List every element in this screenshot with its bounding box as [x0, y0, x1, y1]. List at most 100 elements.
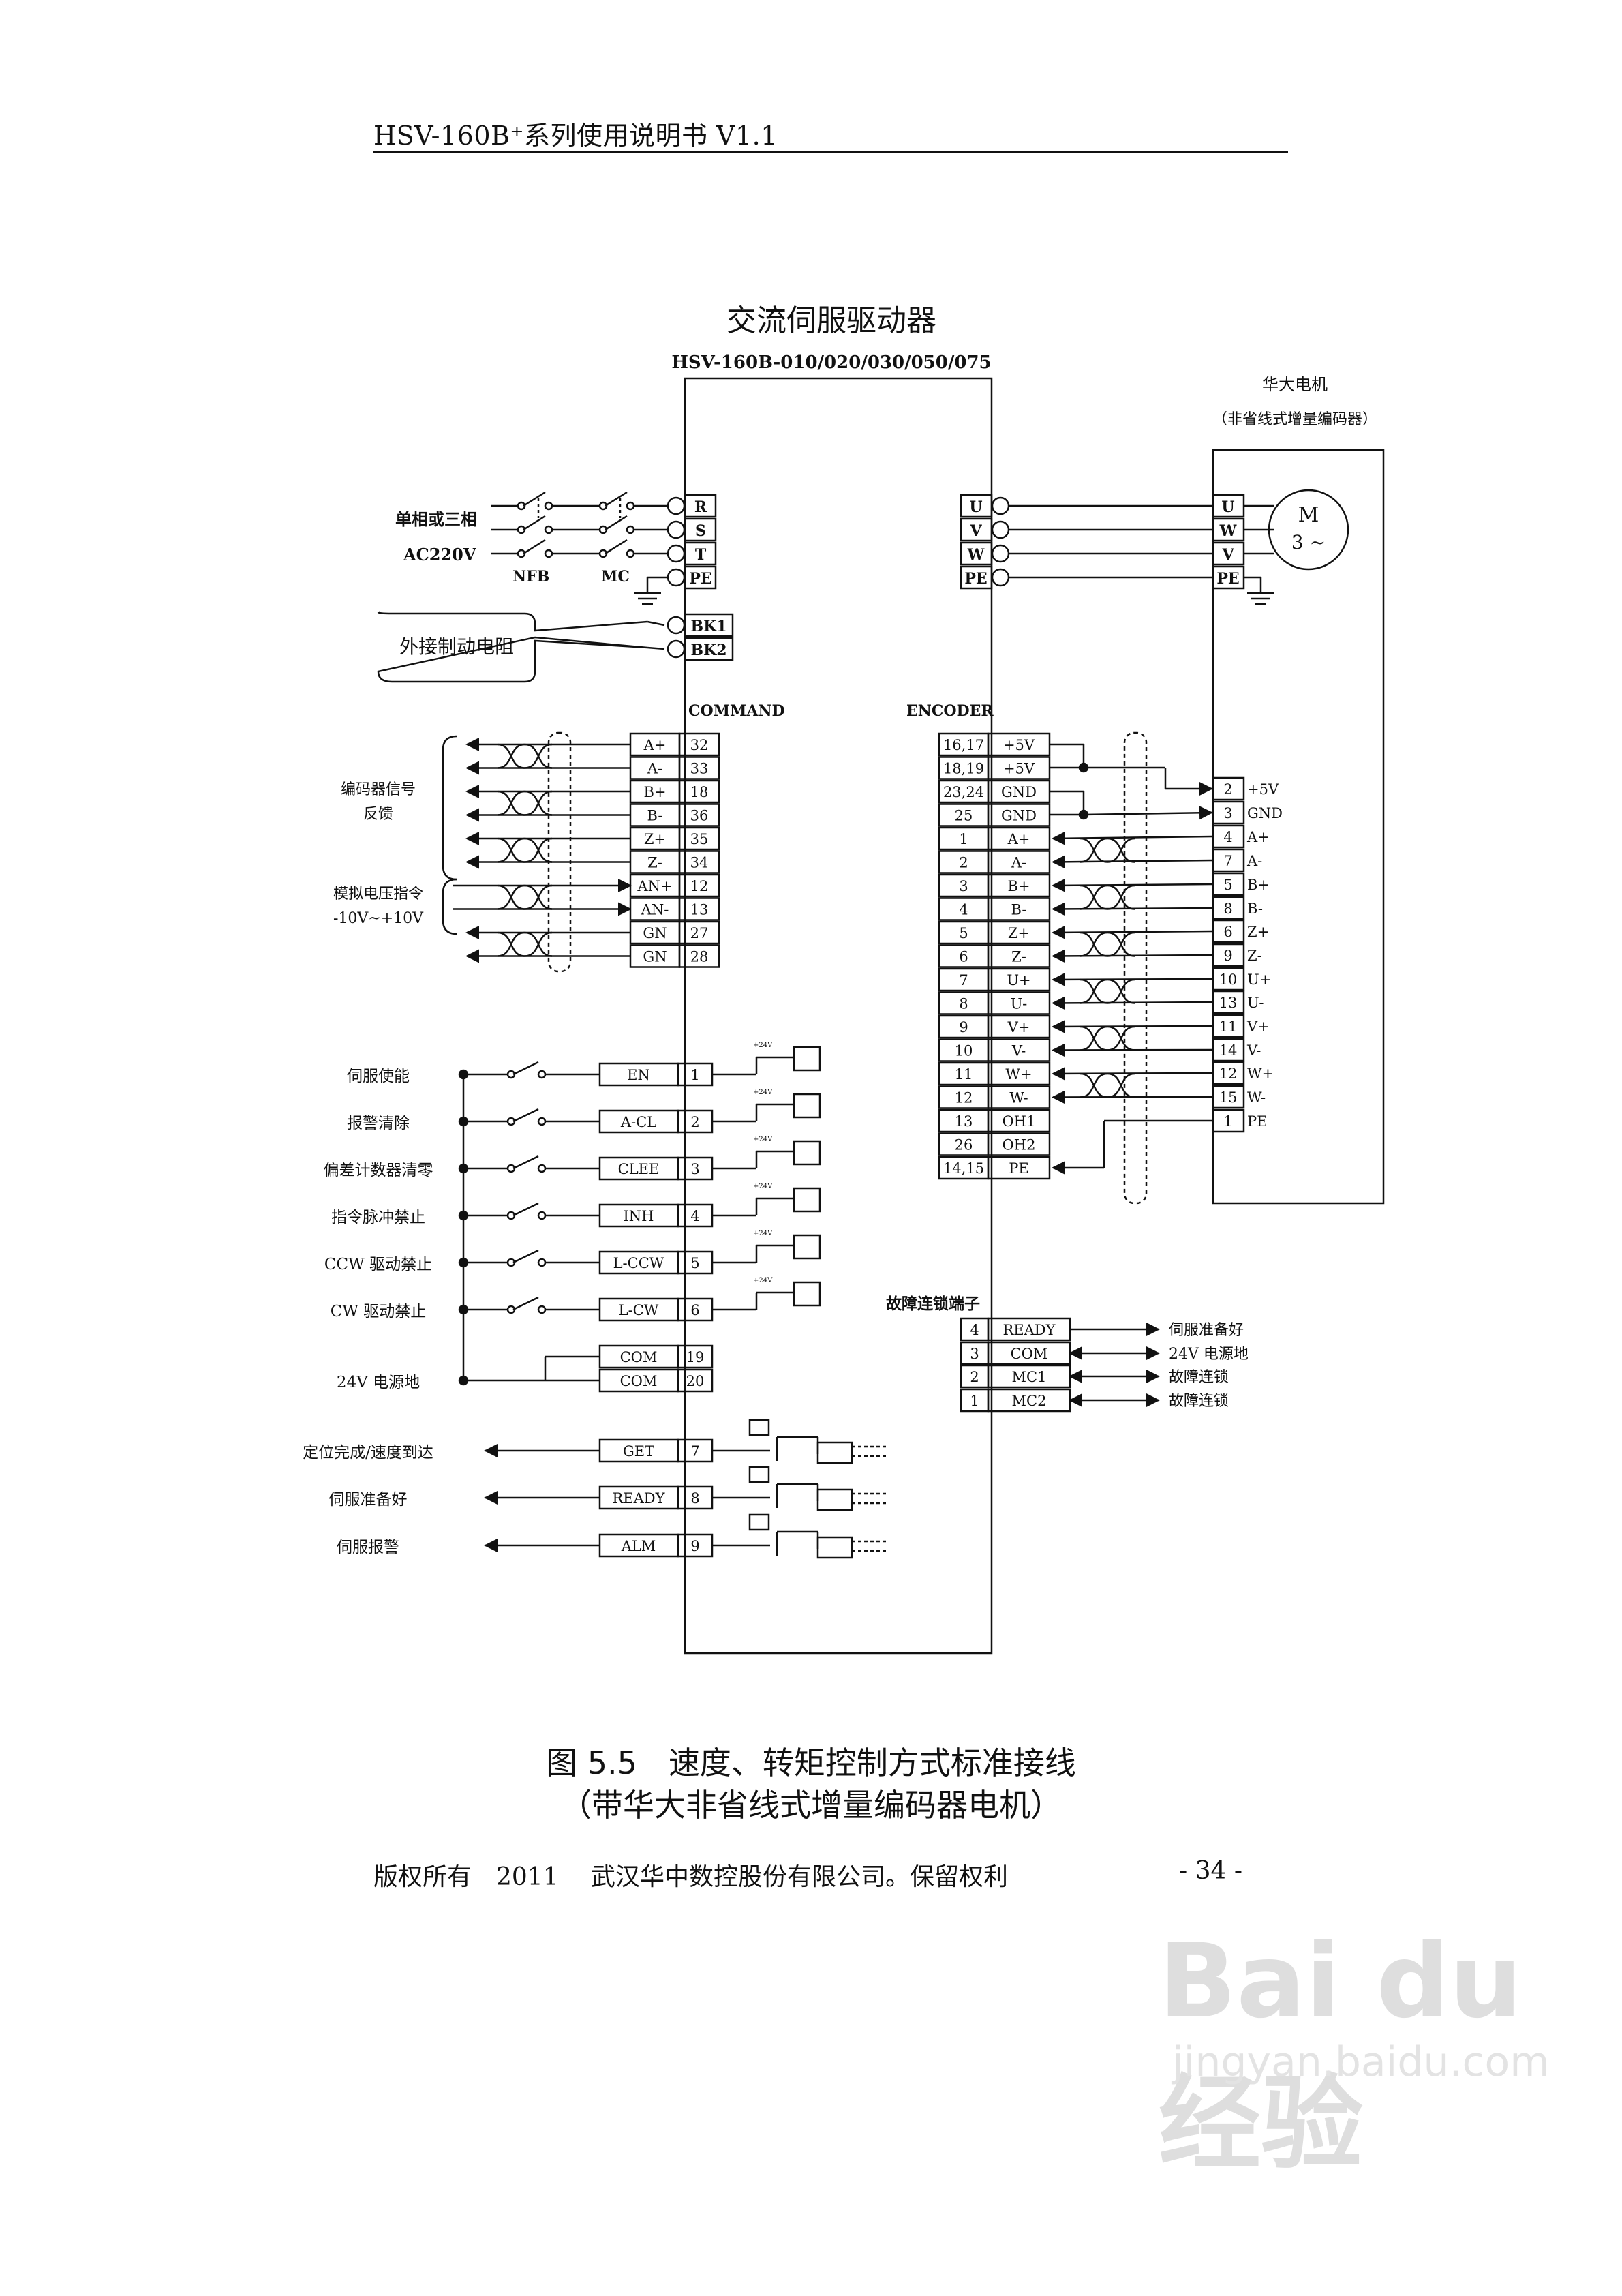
com-label: 24V 电源地 — [337, 1374, 420, 1391]
power-terminal-box — [684, 541, 717, 566]
command-twisted-pair — [497, 931, 553, 957]
encoder-signal-box — [987, 1108, 1051, 1133]
motor-encoder-signal: A+ — [1246, 829, 1270, 845]
motor-encoder-signal: PE — [1247, 1113, 1267, 1130]
command-signal-name: Z- — [647, 855, 662, 871]
encoder-signal-box — [987, 944, 1051, 968]
motor-encoder-signal: V+ — [1246, 1018, 1270, 1035]
fault-signal-name: MC2 — [1012, 1393, 1047, 1409]
encoder-pin-number: 13 — [955, 1113, 973, 1130]
output-pin-number: 7 — [690, 1443, 699, 1460]
command-pin-box — [678, 826, 720, 851]
command-pin-number: 18 — [690, 784, 709, 800]
motor-encoder-pin-number: 6 — [1223, 924, 1232, 940]
output-transistor-icon — [748, 1466, 770, 1483]
output-optocoupler-icon — [816, 1488, 853, 1511]
command-pin-number: 33 — [690, 761, 709, 777]
drive-out-label: U — [969, 498, 982, 516]
terminal-circle — [991, 544, 1010, 563]
switch-contact — [626, 549, 635, 558]
input-switch — [512, 1202, 539, 1217]
encoder-feedback-label: 反馈 — [363, 806, 393, 823]
input-function-label: CCW 驱动禁止 — [324, 1256, 432, 1273]
motor-encoder-pin-number: 1 — [1223, 1113, 1232, 1130]
input-function-label: 偏差计数器清零 — [324, 1162, 433, 1179]
feedback-bracket — [442, 735, 457, 881]
terminal-circle — [991, 568, 1010, 587]
brake-terminal-box — [684, 613, 734, 637]
encoder-twisted-pair — [1080, 978, 1135, 1004]
command-signal-name: GN — [643, 925, 667, 941]
terminal-circle — [667, 639, 686, 659]
opto-supply-label: +24V — [753, 1277, 773, 1284]
encoder-signal-box — [987, 967, 1051, 992]
optocoupler-icon — [793, 1093, 821, 1119]
terminal-circle — [667, 568, 686, 587]
input-pin-number: 6 — [690, 1302, 699, 1318]
command-pin-box — [678, 803, 720, 827]
input-function-label: 指令脉冲禁止 — [331, 1209, 425, 1226]
command-signal-name: B+ — [643, 784, 666, 800]
figure-caption-line1: 图 5.5 速度、转矩控制方式标准接线 — [546, 1744, 1076, 1781]
command-pin-box — [678, 897, 720, 921]
encoder-signal-box — [987, 850, 1051, 874]
motor-encoder-pin-box — [1212, 800, 1245, 825]
encoder-signal-name: GND — [1001, 808, 1037, 824]
encoder-pin-number: 12 — [955, 1090, 973, 1106]
encoder-signal-name: +5V — [1003, 737, 1035, 753]
encoder-signal-name: +5V — [1003, 761, 1035, 777]
switch-contact — [537, 1117, 547, 1126]
motor-encoder-pin-number: 5 — [1223, 877, 1232, 893]
com-signal-name: COM — [620, 1349, 658, 1365]
command-twisted-pair — [497, 884, 553, 910]
encoder-pin-number: 4 — [959, 902, 968, 918]
fault-function-label: 伺服准备好 — [1169, 1322, 1244, 1339]
command-label: COMMAND — [688, 702, 785, 720]
power-terminal-label: T — [695, 546, 707, 564]
output-function-label: 伺服准备好 — [329, 1491, 408, 1509]
encoder-signal-box — [987, 1085, 1051, 1109]
analog-bracket — [442, 878, 457, 935]
fault-signal-name: MC1 — [1012, 1369, 1047, 1385]
motor-phase: 3 ~ — [1291, 531, 1326, 554]
encoder-signal-box — [987, 1014, 1051, 1039]
command-pin-number: 36 — [690, 808, 709, 824]
opto-supply-label: +24V — [753, 1042, 773, 1049]
terminal-circle — [991, 496, 1010, 515]
nfb-switch — [523, 515, 546, 531]
encoder-signal-box — [987, 1132, 1051, 1156]
footer-page-number: - 34 - — [1179, 1857, 1243, 1885]
encoder-signal-box — [987, 897, 1051, 921]
motor-encoder-signal: U+ — [1247, 971, 1271, 988]
input-signal-name: L-CCW — [613, 1255, 664, 1271]
input-switch — [512, 1296, 539, 1311]
motor-encoder-pin-number: 14 — [1219, 1042, 1238, 1059]
input-signal-name: INH — [624, 1208, 654, 1224]
drive-out-label: PE — [964, 570, 987, 588]
brake-terminal-label: BK1 — [690, 618, 726, 635]
switch-contact — [626, 525, 635, 534]
fault-function-label: 故障连锁 — [1169, 1369, 1229, 1386]
fault-interlock-title: 故障连锁端子 — [886, 1295, 980, 1313]
power-terminal-box — [684, 494, 717, 518]
drive-model: HSV-160B-010/020/030/050/075 — [671, 352, 991, 373]
motor-encoder-pin-number: 4 — [1223, 829, 1232, 845]
encoder-pin-number: 9 — [959, 1019, 968, 1036]
command-pin-box — [678, 756, 720, 780]
motor-encoder-signal: Z- — [1247, 948, 1262, 964]
nfb-label: NFB — [512, 568, 549, 586]
encoder-shield-cable — [1123, 731, 1148, 1205]
mc-label: MC — [601, 568, 630, 586]
motor-encoder-pin-number: 2 — [1223, 781, 1232, 798]
command-twisted-pair — [497, 837, 553, 863]
com-pin-number: 19 — [686, 1349, 705, 1365]
footer-copyright: 版权所有 2011 武汉华中数控股份有限公司。保留权利 — [373, 1863, 1009, 1891]
command-signal-name: AN- — [641, 902, 669, 918]
input-signal-name: CLEE — [618, 1161, 660, 1177]
command-pin-box — [678, 944, 720, 968]
encoder-signal-name: OH1 — [1003, 1113, 1036, 1130]
encoder-pin-number: 8 — [959, 996, 968, 1012]
encoder-twisted-pair — [1080, 1025, 1135, 1051]
encoder-pin-number: 16,17 — [943, 737, 984, 753]
input-signal-name: L-CW — [619, 1302, 659, 1318]
